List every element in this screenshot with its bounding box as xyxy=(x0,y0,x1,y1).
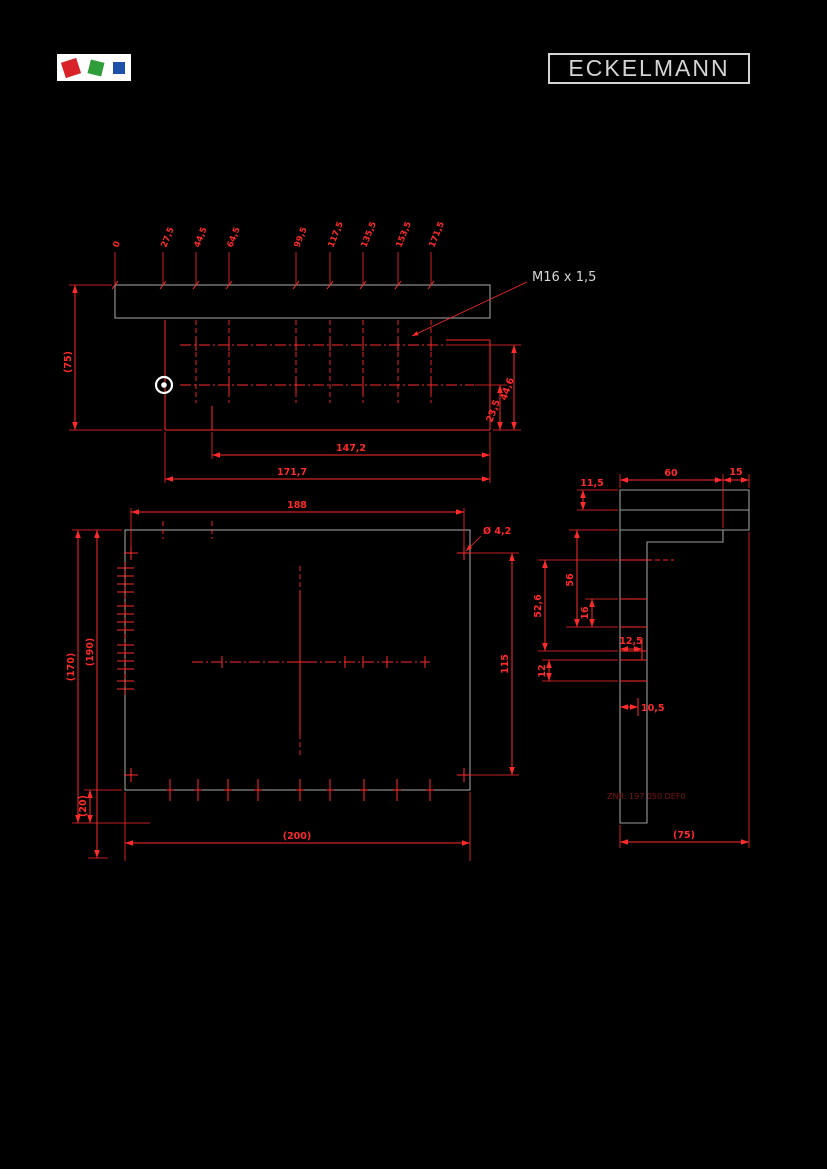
dim-label-v1: 56 xyxy=(565,573,576,587)
front-view-bottom-hole-row xyxy=(166,779,434,801)
hole-diameter-callout: Ø 4,2 xyxy=(465,526,511,552)
position-label: 135,5 xyxy=(360,220,379,249)
dim-outer-height: (170) xyxy=(66,529,150,824)
datum-target-marker xyxy=(154,375,174,395)
dim-hole-span-x: 188 xyxy=(130,500,465,546)
dim-label-width: (200) xyxy=(283,831,312,842)
dim-outer-width: 171,7 xyxy=(164,432,490,483)
dim-label-h2: 10,5 xyxy=(641,703,664,714)
front-view-centerlines xyxy=(192,566,430,758)
thread-callout: M16 x 1,5 xyxy=(411,270,596,337)
dim-label-top-a: 60 xyxy=(664,468,678,479)
dim-label-foot: (20) xyxy=(78,795,89,817)
front-view-part-outline xyxy=(124,529,471,791)
dim-row1-offset: 44,6 xyxy=(446,344,521,431)
front-view-left-pin-rows xyxy=(117,562,134,695)
front-view-top-edge-ticks xyxy=(162,521,213,539)
brand-text: ECKELMANN xyxy=(568,55,730,81)
hole-diameter-label: Ø 4,2 xyxy=(483,526,511,537)
dim-foot: (20) xyxy=(78,789,122,823)
drawing-number-label: ZNR: 197 050 DEF0 xyxy=(607,792,686,801)
top-view-position-labels: 0 27,5 44,5 64,5 99,5 117,5 135,5 153,5 … xyxy=(112,220,447,249)
position-label: 0 xyxy=(112,240,124,249)
dim-label-top-b: 15 xyxy=(729,467,742,478)
position-label: 153,5 xyxy=(395,220,414,249)
thread-size-label: M16 x 1,5 xyxy=(532,270,596,285)
dim-label-height: (75) xyxy=(63,351,74,373)
position-label: 27,5 xyxy=(160,226,177,249)
dim-top-depths: 60 15 xyxy=(619,467,750,528)
front-view-corner-holes xyxy=(124,546,471,782)
dim-label-v3: 16 xyxy=(580,606,591,620)
eckelmann-wordmark: ECKELMANN xyxy=(548,53,750,84)
dim-lip: 11,5 xyxy=(577,478,618,511)
dim-v3: 16 xyxy=(580,598,618,627)
top-view-position-ticks xyxy=(111,252,435,290)
dim-label-v2: 52,6 xyxy=(533,594,544,618)
dim-label-hole-span: 188 xyxy=(287,500,307,511)
dim-depth: (75) xyxy=(619,532,750,848)
top-view: 0 27,5 44,5 64,5 99,5 117,5 135,5 153,5 … xyxy=(63,220,596,483)
position-label: 44,5 xyxy=(193,226,210,249)
dim-label-inner-width: 147,2 xyxy=(336,443,366,454)
dim-label-h1: 12,5 xyxy=(619,636,642,647)
top-view-part-outline xyxy=(114,284,491,431)
dim-label-outer-height: (170) xyxy=(66,653,77,682)
dim-h1: 12,5 xyxy=(619,636,643,652)
dim-inner-height: (190) xyxy=(85,530,108,859)
dim-v2: 52,6 xyxy=(533,559,618,652)
side-view: 11,5 60 15 56 52,6 xyxy=(533,467,750,848)
dim-inner-width: 147,2 xyxy=(211,432,491,483)
side-view-part-outline xyxy=(619,489,750,824)
position-label: 117,5 xyxy=(327,220,346,249)
dim-label-outer-width: 171,7 xyxy=(277,467,307,478)
eckelmann-logo-mark xyxy=(57,54,131,81)
dim-v4: 12 xyxy=(537,659,618,682)
dim-label-lip: 11,5 xyxy=(580,478,603,489)
dim-label-inner-height: (190) xyxy=(85,638,96,667)
dim-label-depth: (75) xyxy=(673,830,695,841)
position-label: 171,5 xyxy=(428,220,447,249)
top-view-hole-rows xyxy=(180,320,474,403)
dim-label-v4: 12 xyxy=(537,664,548,677)
dim-top-view-height: (75) xyxy=(63,284,162,431)
position-label: 99,5 xyxy=(293,226,310,249)
front-view: Ø 4,2 188 (170) (190) xyxy=(66,500,519,861)
logo-blue-square-icon xyxy=(113,61,125,74)
position-label: 64,5 xyxy=(226,226,243,249)
dim-h2: 10,5 xyxy=(620,703,664,714)
dim-label-right-height: 115 xyxy=(500,654,511,674)
dim-right-height: 115 xyxy=(470,552,519,776)
dim-width: (200) xyxy=(124,792,471,861)
